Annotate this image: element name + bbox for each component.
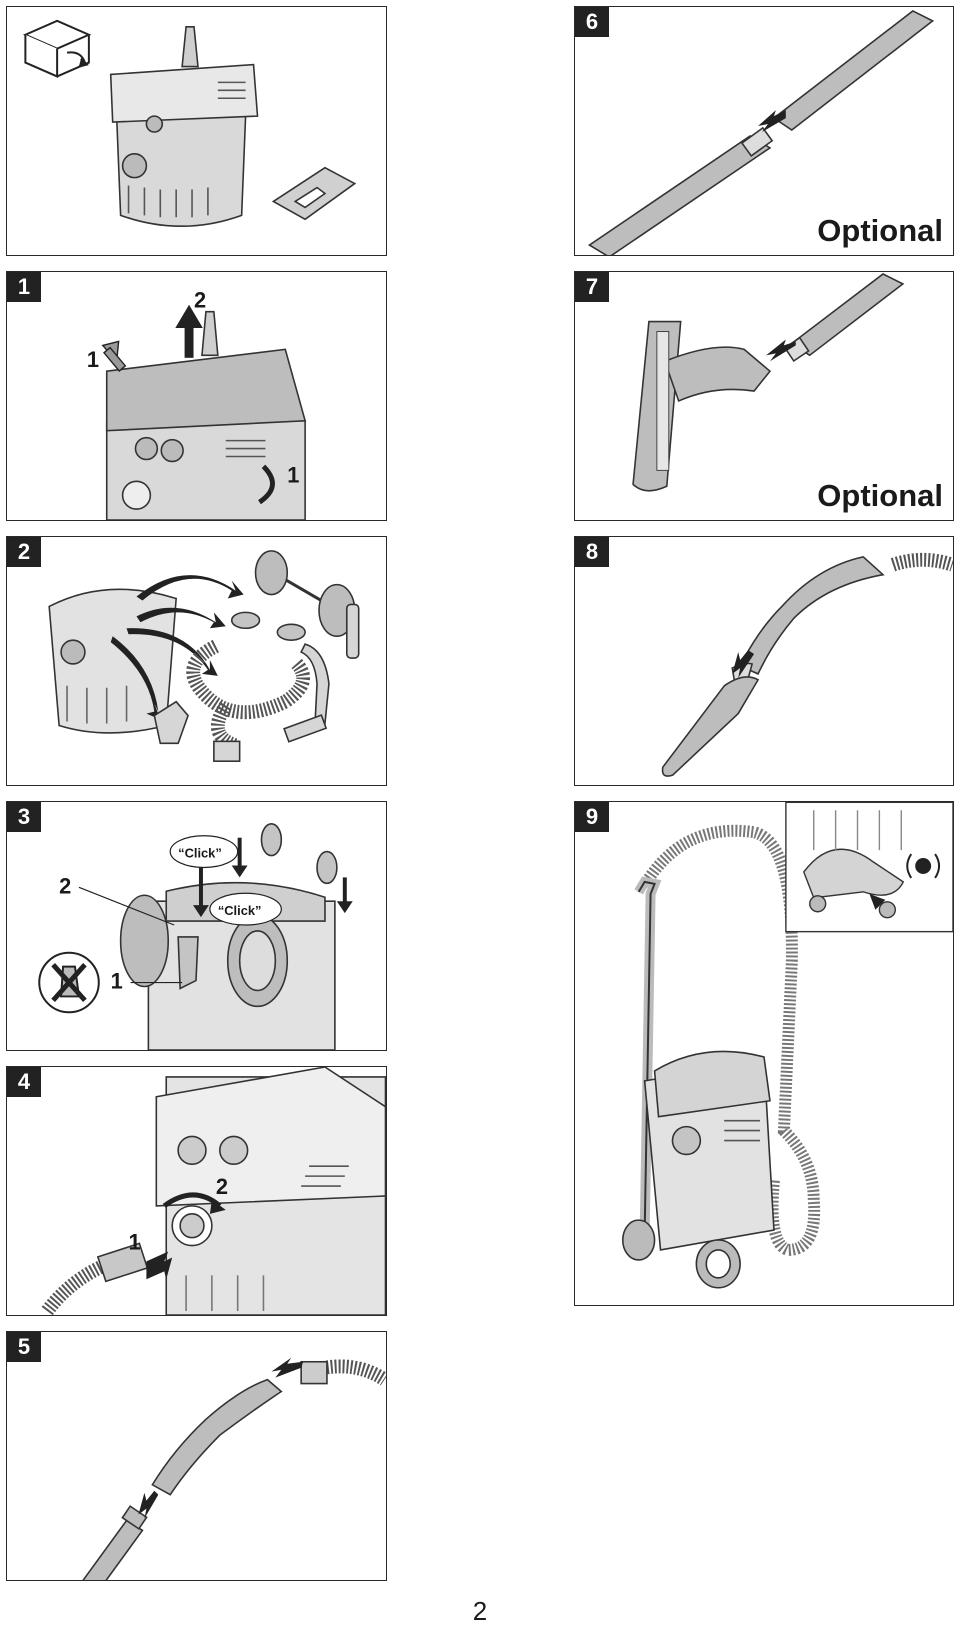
adapter-icon	[283, 714, 328, 743]
hose-icon	[641, 824, 821, 1256]
arrow-down-left-icon	[138, 1490, 159, 1519]
cuff-icon	[213, 740, 241, 762]
optional-note: Optional	[817, 213, 943, 248]
arrow-down-left-icon	[732, 650, 755, 678]
label-latch: 1	[87, 347, 99, 372]
illustration-remove-accessories	[48, 550, 360, 762]
step-number-badge: 4	[7, 1067, 41, 1097]
panel-step-6: 6 Optional	[574, 6, 954, 256]
illustration-floor-nozzle	[632, 273, 905, 492]
step-number-badge: 3	[7, 802, 41, 832]
illustration-ready-to-use	[621, 802, 953, 1289]
optional-note: Optional	[817, 478, 943, 513]
crevice-tool-icon	[345, 603, 360, 659]
arrow-down-icon	[869, 893, 886, 910]
prohibited-icon	[38, 951, 100, 1014]
accessory-clip	[271, 166, 357, 221]
illustration-crevice-nozzle	[661, 552, 953, 777]
panel-step-9: 9	[574, 801, 954, 1306]
nozzle-icon	[153, 700, 189, 745]
wheel-axle-icon	[254, 550, 356, 637]
click-label-2: “Click”	[218, 903, 262, 918]
arrow-down-left-icon	[758, 110, 786, 132]
arrow-up-icon	[175, 304, 203, 358]
page-number: 2	[472, 1596, 488, 1626]
rotate-arrow-icon	[258, 464, 275, 505]
arrow-up-left-icon	[101, 340, 127, 372]
step-number-badge: 7	[575, 272, 609, 302]
hose-icon	[186, 639, 311, 752]
illustration-vacuum-unboxed	[22, 19, 357, 228]
panel-unboxing	[6, 6, 387, 256]
panel-step-3: 3 “Click” “Click” 2 1	[6, 801, 387, 1051]
illustration-connect-handle	[82, 1357, 386, 1580]
caster-icon	[276, 623, 306, 641]
caster-icon	[230, 611, 261, 630]
illustration-remove-lid: 2 1 1	[87, 288, 307, 520]
panel-step-8: 8	[574, 536, 954, 786]
step-number-badge: 1	[7, 272, 41, 302]
lock-symbol-icon	[906, 853, 941, 879]
illustration-mount-wheels: “Click” “Click” 2 1	[38, 823, 353, 1050]
step-number-badge: 8	[575, 537, 609, 567]
arrow-left-icon	[271, 1357, 304, 1378]
step-number-badge: 2	[7, 537, 41, 567]
label-clamp: 1	[287, 462, 299, 487]
click-bubble-icon	[169, 835, 282, 926]
panel-step-5: 5	[6, 1331, 387, 1581]
vacuum-body	[109, 26, 259, 228]
step-number-badge: 6	[575, 7, 609, 37]
panel-step-7: 7 Optional	[574, 271, 954, 521]
hose-icon	[313, 1359, 386, 1386]
illustration-attach-hose: 2 1	[41, 1067, 386, 1315]
label-nozzle-holder: 1	[111, 968, 123, 993]
label-insert: 1	[129, 1230, 141, 1255]
arrow-right-icon	[146, 1251, 173, 1280]
click-label-1: “Click”	[178, 846, 222, 861]
arrow-left-icon	[765, 339, 796, 362]
step-number-badge: 9	[575, 802, 609, 832]
illustration-extension-tubes	[587, 10, 935, 255]
label-lid: 2	[194, 288, 206, 313]
step-number-badge: 5	[7, 1332, 41, 1362]
label-rotate: 2	[216, 1174, 228, 1199]
panel-step-1: 1 2 1 1	[6, 271, 387, 521]
caster-icon	[260, 823, 338, 885]
hose-icon	[890, 552, 953, 572]
panel-step-4: 4 2 1	[6, 1066, 387, 1316]
panel-step-2: 2	[6, 536, 387, 786]
box-icon	[22, 19, 92, 78]
arrow-down-icon	[193, 837, 353, 918]
label-wheel-axle: 2	[59, 873, 71, 898]
